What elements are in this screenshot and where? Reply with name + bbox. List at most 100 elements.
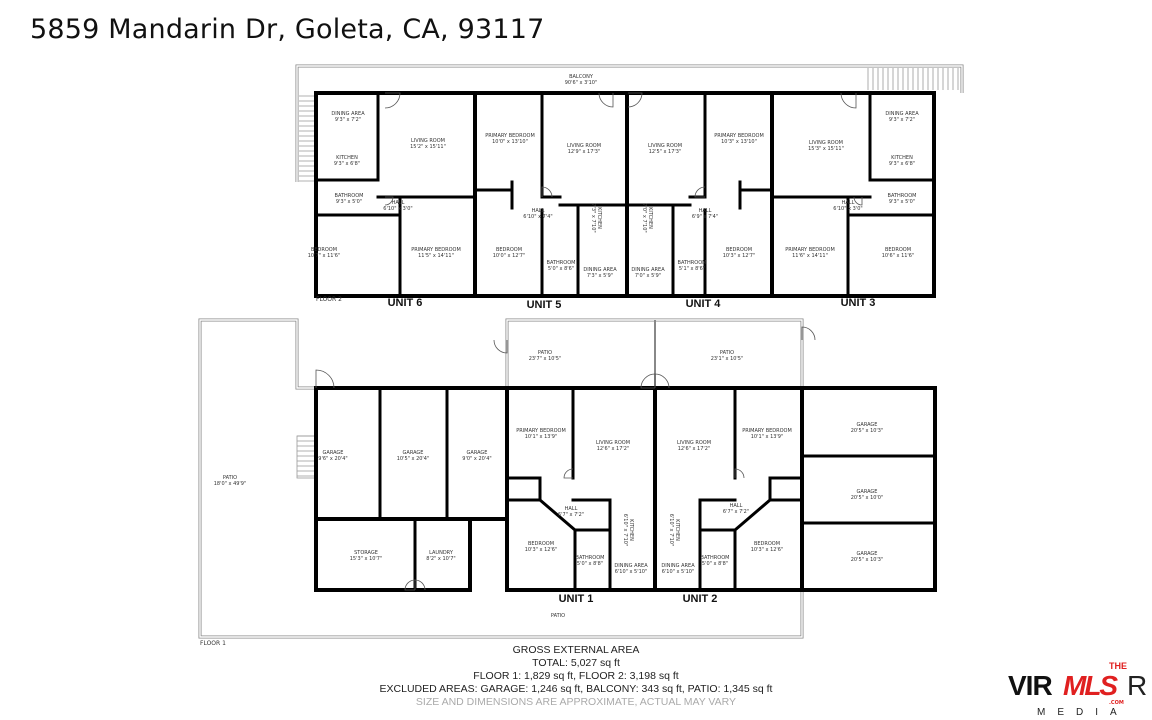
room-name: LIVING ROOM [647,143,683,149]
room-name: PRIMARY BEDROOM [714,133,764,139]
property-address-title: 5859 Mandarin Dr, Goleta, CA, 93117 [30,14,545,45]
room-dimensions: 10'3" x 12'6" [524,547,558,553]
door-swing [384,196,394,206]
door-swing [853,196,863,206]
room-dimensions: 9'3" x 7'2" [334,117,362,123]
room-name: PATIO [537,350,553,356]
room-name: BEDROOM [310,247,338,253]
room-dimensions: 9'3" x 5'0" [888,199,916,205]
room-name: PRIMARY BEDROOM [742,428,792,434]
area-excluded: EXCLUDED AREAS: GARAGE: 1,246 sq ft, BAL… [379,683,773,695]
room-dimensions: 15'3" x 10'7" [349,556,383,562]
room-dimensions: 9'6" x 20'4" [318,456,348,462]
door-swing [541,186,553,198]
room-name: BEDROOM [884,247,912,253]
area-disclaimer: SIZE AND DIMENSIONS ARE APPROXIMATE, ACT… [415,696,737,708]
room-dimensions: 10'3" x 12'7" [722,253,756,259]
unit-3-label: UNIT 3 [840,297,876,309]
room-name: PATIO [719,350,735,356]
room-name: LIVING ROOM [808,140,844,146]
room-name: HALL [564,506,578,512]
room-dimensions: 5'1" x 8'6" [678,266,706,272]
door-swing [734,468,745,479]
room-dimensions: 6'10" x 3'0" [833,206,863,212]
room-dimensions: 6'10" x 7'4" [523,214,553,220]
room-name: GARAGE [856,551,878,557]
room-name: BEDROOM [753,541,781,547]
room-dimensions: 18'0" x 49'9" [213,481,247,487]
room-dimensions: 9'3" x 6'8" [333,161,361,167]
room-dimensions: 15'2" x 15'11" [410,144,446,150]
room-name: HALL [729,503,743,509]
room-dimensions: 6'10" x 5'10" [614,569,648,575]
floor-1-label: FLOOR 1 [200,640,226,647]
room-dimensions: 12'9" x 17'3" [567,149,601,155]
room-name: BEDROOM [725,247,753,253]
room-name: BATHROOM [677,260,707,266]
door-swing [694,186,706,198]
room-dimensions: 20'5" x 10'0" [850,495,884,501]
room-name: LIVING ROOM [595,440,631,446]
room-dimensions: 9'0" x 20'4" [462,456,492,462]
unit-4-label: UNIT 4 [685,298,721,310]
balcony-outline-inner [296,65,963,182]
room-name: PATIO [222,475,238,481]
room-name: PRIMARY BEDROOM [785,247,835,253]
door-swing [384,92,401,109]
room-name: HALL [841,200,855,206]
patio-label: PATIO [550,613,566,619]
room-dimensions: 23'7" x 10'5" [528,356,562,362]
room-name: HALL [391,200,405,206]
room-dimensions: 10'5" x 20'4" [396,456,430,462]
room-dimensions: 5'0" x 8'6" [547,266,575,272]
room-dimensions: 10'7" x 11'6" [307,253,341,259]
room-dimensions: 12'6" x 17'2" [677,446,711,452]
room-name: LIVING ROOM [566,143,602,149]
room-dimensions: 20'5" x 10'3" [850,428,884,434]
room-name: BATHROOM [334,193,364,199]
door-swing [640,373,656,389]
room-dimensions: 6'9" x 7'4" [691,214,719,220]
room-name: DINING AREA [614,563,648,569]
room-dimensions: 10'0" x 13'10" [492,139,528,145]
room-name: BALCONY [569,74,593,80]
stairs [296,435,317,479]
room-dimensions: 10'3" x 12'6" [750,547,784,553]
door-swing [627,92,643,108]
unit-5-label: UNIT 5 [526,299,562,311]
room-name: DINING AREA [331,111,365,117]
room-name: DINING AREA [583,267,617,273]
room-name: BATHROOM [887,193,917,199]
room-name: KITCHEN [336,155,358,161]
interior-wall [537,497,578,533]
room-name: KITCHEN [674,519,680,541]
